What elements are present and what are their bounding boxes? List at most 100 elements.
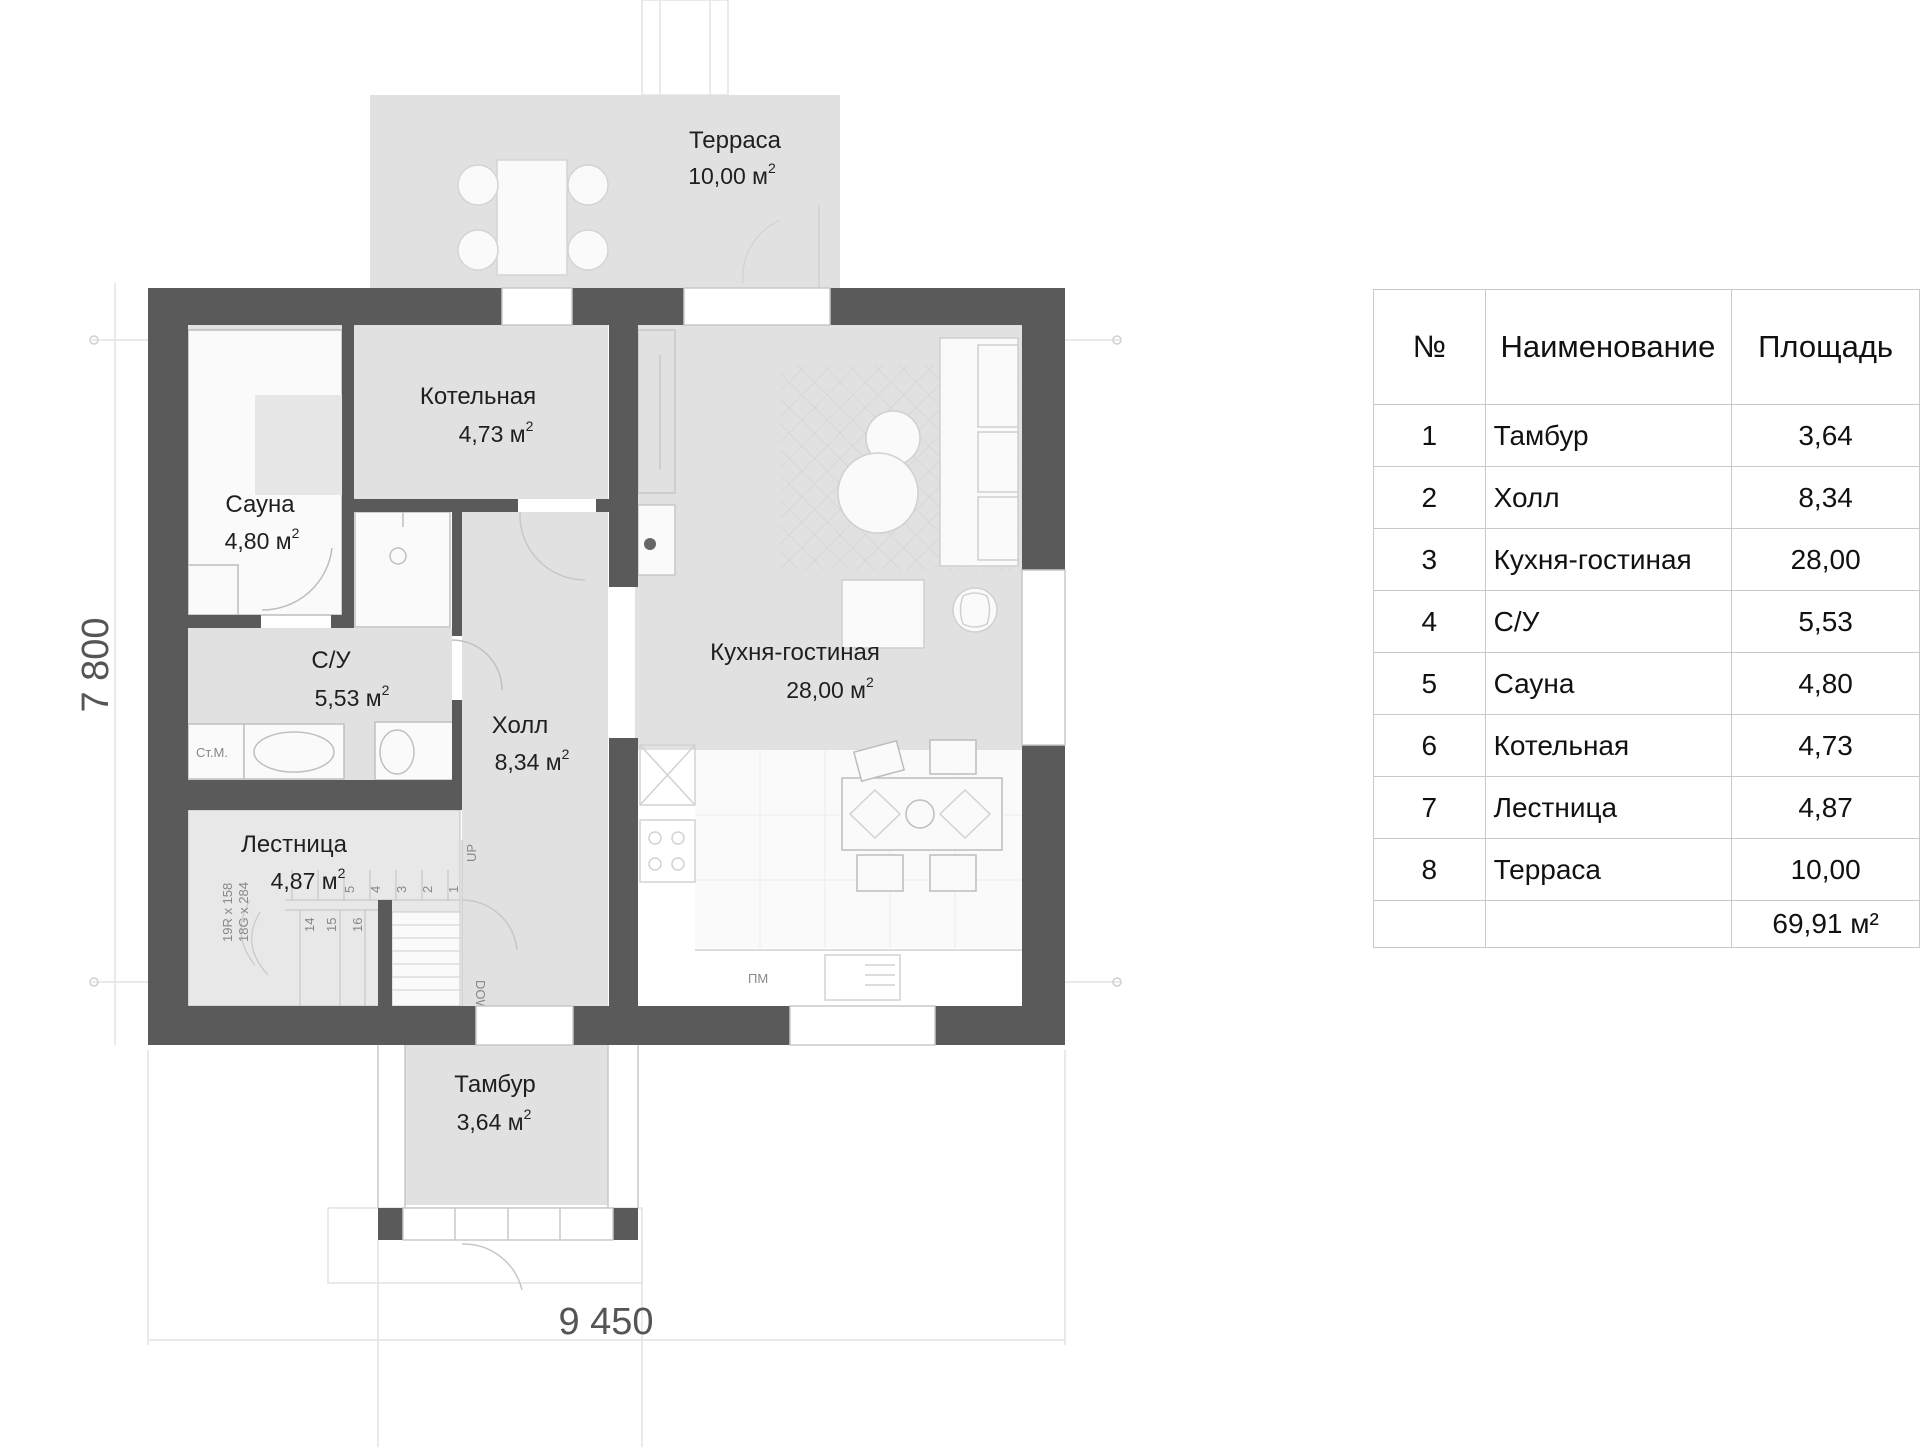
row-num: 3: [1373, 528, 1486, 591]
stove: [639, 819, 696, 883]
row-name: Тамбур: [1484, 404, 1733, 467]
bath-fixtures: [187, 511, 503, 781]
terrace-furniture: [457, 159, 820, 288]
row-area: 4,80: [1731, 652, 1920, 715]
row-num: 5: [1373, 652, 1486, 715]
table-row: 3 Кухня-гостиная 28,00: [1373, 528, 1920, 591]
row-num: 7: [1373, 776, 1486, 839]
wall-hall-left: [452, 512, 462, 636]
wall-bottom-right: [935, 1006, 1065, 1045]
hall-floor: [462, 512, 608, 1006]
armchair: [841, 579, 925, 649]
header-area: Площадь: [1731, 289, 1920, 405]
sink: [824, 954, 901, 1001]
svg-text:Сауна: Сауна: [225, 491, 295, 518]
room-label-bath: С/У 5,53 м2: [311, 647, 389, 711]
wall-interior-vertical-2: [609, 738, 638, 1006]
wall-sauna-right: [342, 325, 354, 627]
row-name: Котельная: [1484, 714, 1733, 777]
total-row: 69,91 м²: [1373, 900, 1920, 948]
stair-up-label: UP: [464, 844, 479, 862]
svg-text:16: 16: [350, 918, 365, 932]
svg-text:Котельная: Котельная: [420, 383, 536, 410]
dishwasher-label: ПМ: [748, 971, 768, 986]
post-left: [378, 1208, 403, 1240]
svg-text:8,34 м2: 8,34 м2: [495, 746, 570, 775]
svg-text:4: 4: [368, 886, 383, 893]
window-bottom-right: [789, 1005, 936, 1046]
row-name: Сауна: [1484, 652, 1733, 715]
dining-set: [841, 739, 1003, 892]
stair-spec-2: 18G x 284: [236, 882, 251, 942]
svg-text:Кухня-гостиная: Кухня-гостиная: [710, 639, 880, 666]
kitchen-counter: [639, 744, 1022, 1001]
floor-plan: ПМ Ст.М.: [75, 0, 1122, 1447]
table-row: 7 Лестница 4,87: [1373, 776, 1920, 839]
row-num: 8: [1373, 838, 1486, 901]
room-label-vestibule: Тамбур 3,64 м2: [454, 1071, 535, 1135]
svg-text:28,00 м2: 28,00 м2: [786, 674, 874, 703]
wall-bottom-mid: [573, 1006, 790, 1045]
washer-label: Ст.М.: [196, 745, 228, 760]
dimension-width: 9 450: [558, 1301, 653, 1343]
row-area: 8,34: [1731, 466, 1920, 529]
row-name: Кухня-гостиная: [1484, 528, 1733, 591]
room-label-hall: Холл 8,34 м2: [492, 712, 570, 775]
door-terrace: [683, 287, 831, 326]
table-row: 8 Терраса 10,00: [1373, 838, 1920, 901]
row-area: 10,00: [1731, 838, 1920, 901]
sauna-bench: [187, 329, 343, 616]
wall-bottom-left: [148, 1006, 476, 1045]
stair-void-lines: [392, 924, 460, 991]
room-label-terrace: Терраса 10,00 м2: [688, 127, 781, 189]
wall-top-mid: [572, 288, 684, 325]
svg-text:10,00 м2: 10,00 м2: [688, 160, 776, 189]
svg-text:Лестница: Лестница: [241, 831, 347, 858]
wall-top-left: [148, 288, 502, 325]
row-name: Терраса: [1484, 838, 1733, 901]
row-area: 3,64: [1731, 404, 1920, 467]
svg-text:1: 1: [446, 886, 461, 893]
row-name: Лестница: [1484, 776, 1733, 839]
svg-text:Терраса: Терраса: [689, 127, 782, 154]
wall-left: [148, 288, 188, 1045]
row-num: 6: [1373, 714, 1486, 777]
stair-void: [391, 911, 461, 1007]
svg-text:3,64 м2: 3,64 м2: [457, 1106, 532, 1135]
header-num: №: [1373, 289, 1486, 405]
niche: [637, 329, 676, 576]
total-area: 69,91 м²: [1731, 900, 1920, 948]
svg-text:С/У: С/У: [311, 647, 351, 674]
window-top-left: [501, 287, 573, 326]
table-row: 1 Тамбур 3,64: [1373, 404, 1920, 467]
plant: [952, 587, 998, 633]
boiler-floor: [354, 325, 608, 499]
svg-text:4,80 м2: 4,80 м2: [225, 525, 300, 554]
room-schedule-table: № Наименование Площадь 1 Тамбур 3,64 2 Х…: [1373, 289, 1920, 948]
row-num: 1: [1373, 404, 1486, 467]
dimension-height: 7 800: [75, 617, 117, 712]
wall-stair-inner: [378, 900, 392, 1006]
wall-right-lower: [1022, 745, 1065, 1045]
schedule-header-row: № Наименование Площадь: [1373, 289, 1920, 405]
svg-text:5: 5: [342, 886, 357, 893]
svg-text:5,53 м2: 5,53 м2: [315, 682, 390, 711]
svg-text:15: 15: [324, 918, 339, 932]
svg-text:3: 3: [394, 886, 409, 893]
window-right: [1021, 569, 1066, 746]
row-area: 4,73: [1731, 714, 1920, 777]
washer: [187, 723, 245, 780]
row-area: 4,87: [1731, 776, 1920, 839]
room-label-sauna: Сауна 4,80 м2: [225, 491, 300, 554]
wall-bath-bottom: [188, 780, 462, 810]
wall-interior-vertical: [609, 325, 638, 587]
door-bottom: [475, 1005, 574, 1046]
wall-sauna-bottom: [188, 615, 261, 628]
svg-text:2: 2: [420, 886, 435, 893]
table-row: 4 С/У 5,53: [1373, 590, 1920, 653]
axis-markers: [89, 335, 1122, 987]
vestibule-window: [377, 1045, 639, 1241]
windows: [475, 287, 1066, 1046]
row-num: 2: [1373, 466, 1486, 529]
svg-text:14: 14: [302, 918, 317, 932]
